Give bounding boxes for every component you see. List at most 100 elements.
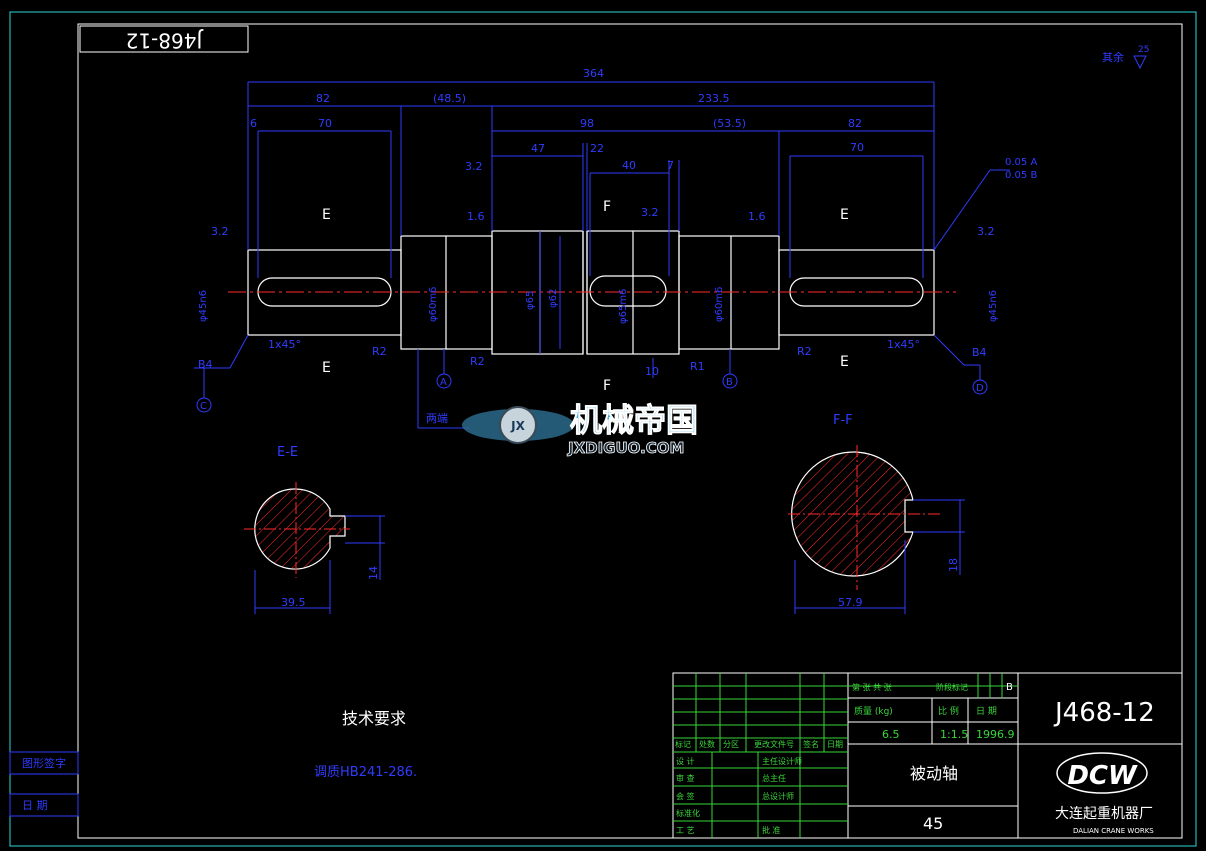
scale-label: 比 例 [938,705,959,717]
section-label-e3: E [840,207,849,223]
outer-frame [9,11,1197,847]
section-label-e4: E [840,354,849,370]
dim-r2a: R2 [372,345,387,358]
mid-label-1: 总主任 [762,773,786,783]
title-block-grid [673,673,1018,838]
dim-6: 6 [250,117,257,130]
dim-rough-32a: 3.2 [641,206,659,219]
sign-row-1: 审 查 [676,773,695,783]
tech-note: 调质HB241-286. [314,765,417,780]
watermark-en: JXDIGUO.COM [567,439,684,457]
left-panel-a: 图形签字 [22,756,66,770]
dim-rough-32b: 3.2 [211,225,229,238]
section-label-e1: E [322,207,331,223]
dim-phi65: φ65 [525,291,536,310]
section-ff-width: 57.9 [838,596,863,609]
datum-c-circle [196,397,212,413]
dim-rough-16b: 1.6 [748,210,766,223]
dim-70r: 70 [850,141,864,154]
dim-rough-16a: 1.6 [467,210,485,223]
section-ff-key: 18 [947,558,960,572]
dim-40: 40 [622,159,636,172]
datum-d-circle [972,379,988,395]
watermark: JX 机械帝国 JXDIGUO.COM [462,401,699,457]
datum-a: A [440,377,447,388]
svg-text:JX: JX [510,419,525,433]
dim-r1: R1 [690,360,705,373]
roughness-symbol-icon [1133,55,1147,70]
mid-label-3: 批 准 [762,825,781,835]
dim-b4l: B4 [198,358,213,371]
section-title-ff: F-F [833,413,853,428]
dim-chamfer-r: 1x45° [887,338,920,351]
tech-title: 技术要求 [342,709,406,728]
left-panel [9,751,79,817]
dim-phi45-r: φ45n6 [988,290,999,322]
mass-label: 质量 (kg) [854,705,893,717]
left-panel-b: 日 期 [22,799,48,812]
section-title-ee: E-E [277,445,298,460]
company-cn: 大连起重机器厂 [1055,806,1153,822]
datum-c: C [200,401,207,412]
dim-phi65m6: φ65m6 [618,289,629,324]
material: 45 [923,814,943,833]
section-label-f2: F [603,378,611,394]
sign-row-0: 设 计 [676,756,695,766]
dim-phi45-l: φ45n6 [198,290,209,322]
dim-right-total: 233.5 [698,92,730,105]
part-name: 被动轴 [910,764,958,783]
stage-mark: 阶段标记 [936,682,968,692]
mid-label-0: 主任设计师 [762,756,802,766]
dim-left-len: 82 [316,92,330,105]
dim-phi60-r: φ60m6 [714,287,725,322]
section-ee [244,482,385,614]
stage-label: B [1006,682,1013,693]
dim-r2b: R2 [470,355,485,368]
rev-header-0: 标记 [675,739,691,749]
dim-b4r: B4 [972,346,987,359]
dim-7: 7 [667,159,674,172]
dim-phi60-l: φ60m6 [428,287,439,322]
top-number-box [79,25,249,53]
sign-row-3: 标准化 [676,808,700,818]
rev-header-4: 签名 [803,739,819,749]
rev-header-3: 更改文件号 [754,739,794,749]
dim-98: 98 [580,117,594,130]
dim-mid-ref: (48.5) [433,92,466,105]
section-ee-width: 39.5 [281,596,306,609]
rev-header-5: 日期 [827,740,843,749]
datum-b: B [726,377,733,388]
dim-overall: 364 [583,67,604,80]
sheet-label: 第 张 共 张 [852,682,892,692]
roughness-other-value: 25 [1138,45,1149,55]
company-logo-icon [1056,752,1148,794]
date-value: 1996.9 [976,728,1015,741]
dim-47: 47 [531,142,545,155]
dim-ra-bottom: 10 [645,365,659,378]
dim-82r: 82 [848,117,862,130]
dim-r2c: R2 [797,345,812,358]
dim-22: 22 [590,142,604,155]
dim-tol-r: 0.05 A [1005,157,1037,168]
sign-row-4: 工 艺 [676,826,695,835]
dim-chamfer-l: 1x45° [268,338,301,351]
date-label: 日 期 [976,706,997,717]
section-ff [788,445,965,614]
sign-row-2: 会 签 [676,791,695,801]
datum-a-circle [436,373,452,389]
scale-value: 1:1.5 [940,728,968,741]
dim-two-ends: 两端 [426,412,448,425]
logo-text: DCW [1067,761,1138,791]
drawing-number: J468-12 [1053,698,1155,728]
top-drawing-number: J468-12 [126,29,205,53]
dim-rough-32d: 3.2 [465,160,483,173]
dimension-lines [194,81,1010,429]
rev-header-1: 处数 [699,739,715,749]
dim-tol-r2: 0.05 B [1005,170,1037,181]
section-ee-key: 14 [367,566,380,580]
company-en: DALIAN CRANE WORKS [1073,827,1154,835]
mass-value: 6.5 [882,728,900,741]
rev-header-2: 分区 [723,740,739,749]
watermark-cn: 机械帝国 [570,401,698,439]
